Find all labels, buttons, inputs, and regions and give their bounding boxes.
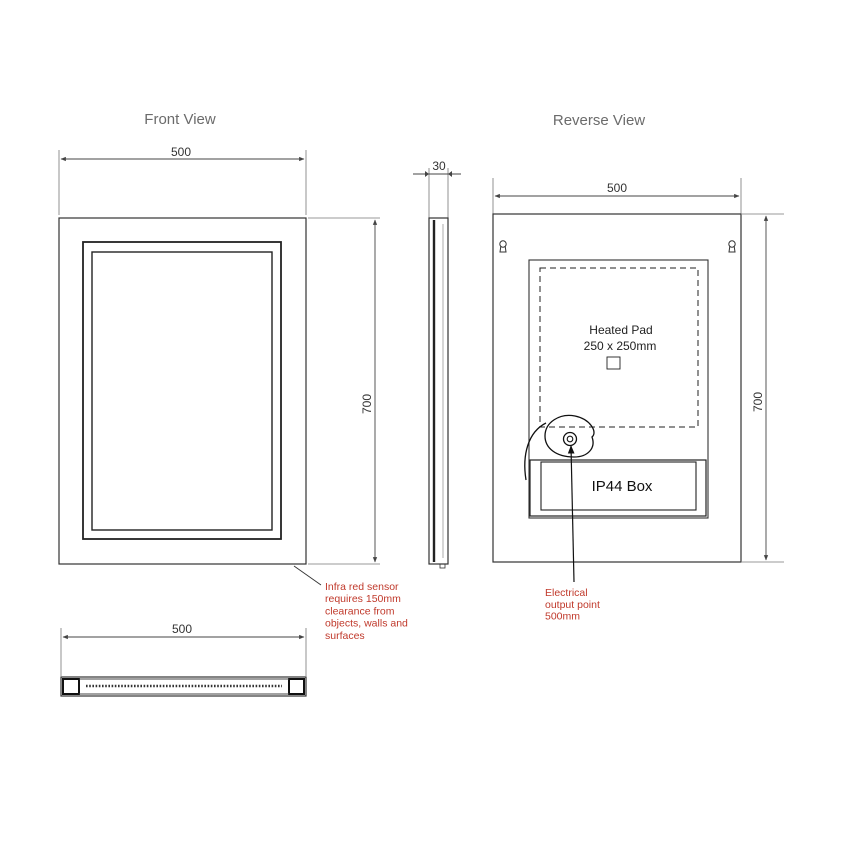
- front-mirror-outer: [58, 217, 307, 565]
- front-view-title: Front View: [144, 111, 216, 128]
- depth-label: 30: [432, 159, 446, 173]
- reverse-width-label: 500: [607, 181, 627, 195]
- cable-tail: [524, 422, 547, 481]
- ip44-box-label: IP44 Box: [592, 478, 653, 495]
- sensor-leader-line: [293, 565, 322, 586]
- bottom-width-label: 500: [172, 622, 192, 636]
- heated-pad-label: Heated Pad: [589, 323, 652, 337]
- square-icon: [606, 356, 621, 370]
- bottom-view: 500: [60, 622, 307, 697]
- heated-pad-outline: [539, 267, 699, 428]
- heated-pad-size-label: 250 x 250mm: [584, 339, 657, 353]
- electrical-note-line: output point: [545, 599, 600, 611]
- electrical-connector: [562, 431, 578, 447]
- sensor-note-line: requires 150mm: [325, 593, 401, 605]
- sensor-note-line: objects, walls and: [325, 618, 408, 630]
- front-width-label: 500: [171, 145, 191, 159]
- reverse-mirror-outer: [492, 213, 742, 563]
- sensor-note-line: Infra red sensor: [325, 581, 399, 593]
- front-mirror-led-frame: [82, 241, 282, 540]
- electrical-leader-line: [567, 445, 575, 583]
- cable-loop: [544, 414, 595, 458]
- reverse-height-label: 700: [751, 392, 765, 412]
- sensor-note-line: clearance from: [325, 605, 395, 617]
- keyhole-hanger-icon: [499, 240, 507, 253]
- side-view: 30: [413, 159, 461, 569]
- front-mirror-glass: [91, 251, 273, 531]
- electrical-note-line: 500mm: [545, 611, 580, 623]
- sensor-note-line: surfaces: [325, 630, 365, 642]
- reverse-view-title: Reverse View: [553, 112, 645, 129]
- ip44-box-inner: [540, 461, 697, 511]
- bottom-left-cap: [62, 678, 80, 695]
- electrical-note-line: Electrical: [545, 587, 588, 599]
- reverse-view: 500 Heated Pad 250 x 250mm IP44 Box: [492, 178, 784, 623]
- ip44-box-outer: [529, 459, 707, 517]
- side-profile-outer: [428, 217, 449, 565]
- front-height-label: 700: [360, 394, 374, 414]
- bottom-profile-outer: [60, 676, 307, 697]
- bottom-right-cap: [288, 678, 305, 695]
- back-panel: [528, 259, 709, 519]
- keyhole-hanger-icon: [728, 240, 736, 253]
